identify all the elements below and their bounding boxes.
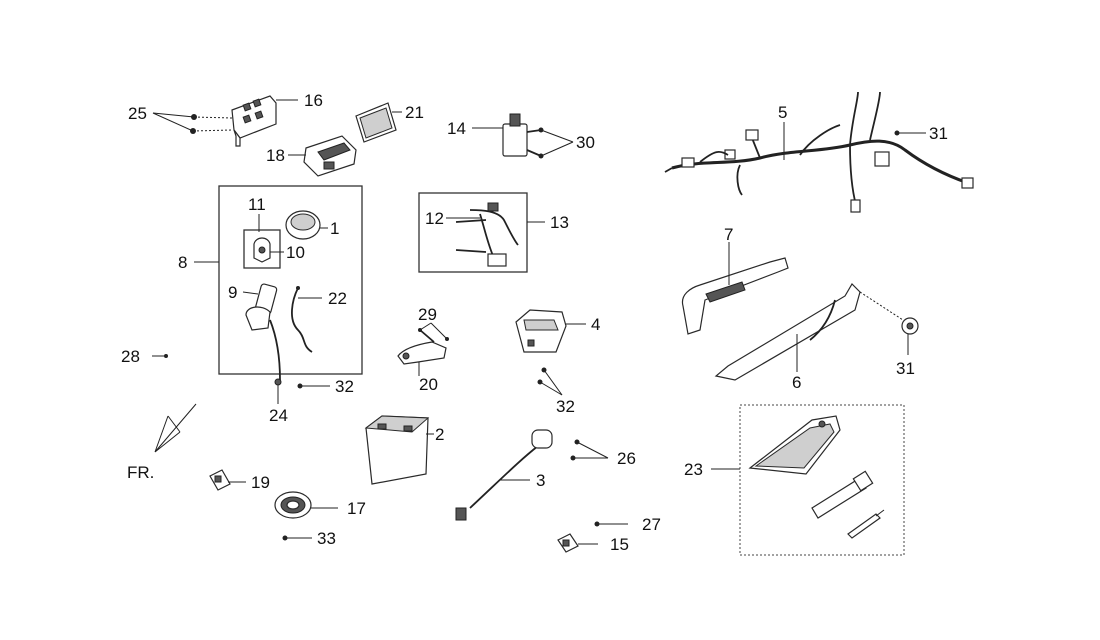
part-25-screws [190,114,233,134]
leader-30b [540,141,574,157]
callout-22: 22 [328,289,347,308]
part-3-sensor-cable [455,429,553,521]
callout-31-stand: 31 [896,359,915,378]
callout-26: 26 [617,449,636,468]
leader-9 [242,291,259,295]
callout-19: 19 [251,473,270,492]
callout-16: 16 [304,91,323,110]
callout-10: 10 [286,243,305,262]
callout-18: 18 [266,146,285,165]
callout-30: 30 [576,133,595,152]
callout-20: 20 [419,375,438,394]
part-31-bolt [901,317,919,335]
leader-32b-a [543,369,563,396]
part-28-screw [152,354,168,358]
part-11-key-insert [253,237,271,263]
callout-1: 1 [330,219,339,238]
callout-32-cdi: 32 [556,397,575,416]
callout-5: 5 [778,103,787,122]
callout-25: 25 [128,104,147,123]
part-19-connector [209,469,231,491]
part-6-side-stand [714,283,861,381]
leader-29b [430,322,448,340]
callout-labels: 1 2 3 4 5 6 7 8 9 10 11 12 13 14 15 16 1… [121,91,948,554]
part-21-fuse [355,102,397,143]
part-23-screwdriver [847,509,885,539]
callout-7: 7 [724,225,733,244]
part-7-grip-cable [681,257,789,335]
callout-11: 11 [248,195,266,214]
sub-box-10 [243,229,281,269]
part-24-nut [274,378,282,386]
callout-6: 6 [792,373,801,392]
callout-27: 27 [642,515,661,534]
leader-25b [152,112,194,132]
callout-23: 23 [684,460,703,479]
part-23-tool-bag [748,415,841,475]
front-direction-arrow [154,403,197,453]
leader-29a [419,322,432,331]
callout-13: 13 [550,213,569,232]
part-17-horn [274,491,312,519]
part-2-battery [364,415,430,485]
callout-31-harness: 31 [929,124,948,143]
part-14-flasher [502,113,542,157]
part-15-switch [557,533,579,553]
callout-3: 3 [536,471,545,490]
leader-31-dash [859,291,904,321]
callout-28: 28 [121,347,140,366]
callout-29: 29 [418,305,437,324]
group-box-13 [418,192,528,273]
callout-12: 12 [425,209,444,228]
callout-32-ignition: 32 [335,377,354,396]
part-4-cdi-unit [515,309,567,353]
leader-30a [540,129,574,143]
part-23-spark-plug-wrench [811,470,874,519]
callout-15: 15 [610,535,629,554]
group-box-23 [739,404,905,556]
callout-33: 33 [317,529,336,548]
part-16-relay-box [231,95,277,147]
callout-17: 17 [347,499,366,518]
part-22-wire [291,286,313,353]
leader-32b-b [539,381,563,396]
callout-9: 9 [228,283,237,302]
callout-24: 24 [269,406,288,425]
part-12-sensor-lead [455,202,519,267]
front-direction-label: FR. [127,463,154,482]
leader-25a [152,112,195,118]
leader-26a [576,441,609,459]
callout-21: 21 [405,103,424,122]
callout-4: 4 [591,315,600,334]
part-18-regulator [303,135,357,177]
group-box-8 [218,185,363,375]
callout-2: 2 [435,425,444,444]
part-1-ignition-cap [285,210,321,240]
part-9-ignition-switch [245,283,281,381]
callout-8: 8 [178,253,187,272]
callout-14: 14 [447,119,466,138]
part-5-wire-harness [664,91,974,213]
